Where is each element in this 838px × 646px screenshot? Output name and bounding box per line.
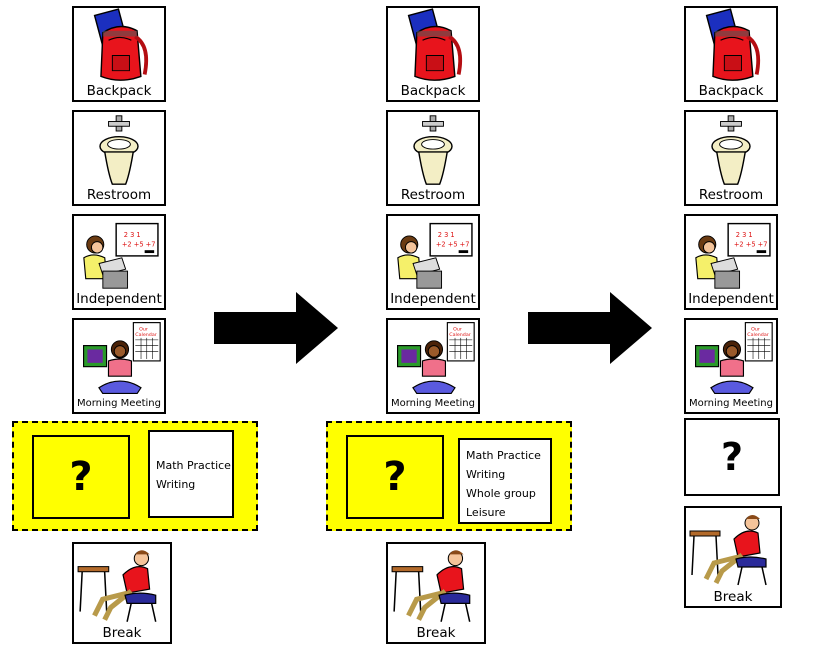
student-desk-icon — [686, 216, 776, 292]
card-backpack: Backpack — [72, 6, 166, 102]
card-morning-meeting: Morning Meeting — [684, 318, 778, 414]
card-label: Morning Meeting — [689, 398, 773, 409]
question-card[interactable]: ? — [32, 435, 130, 519]
choice-item[interactable]: Leisure — [466, 506, 506, 519]
backpack-icon — [388, 8, 478, 84]
card-morning-meeting: Morning Meeting — [72, 318, 166, 414]
choice-item[interactable]: Writing — [156, 478, 196, 491]
card-label: Backpack — [698, 83, 764, 99]
card-restroom: Restroom — [386, 110, 480, 206]
choice-item[interactable]: Writing — [466, 468, 506, 481]
toilet-icon — [388, 112, 478, 188]
card-backpack: Backpack — [386, 6, 480, 102]
arrow-right-icon — [528, 292, 652, 364]
card-label: Restroom — [400, 187, 466, 203]
student-desk-icon — [74, 216, 164, 292]
backpack-icon — [686, 8, 776, 84]
question-card[interactable]: ? — [346, 435, 444, 519]
card-label: Independent — [390, 291, 476, 307]
choice-item[interactable]: Whole group — [466, 487, 536, 500]
card-label: Restroom — [698, 187, 764, 203]
card-break: Break — [684, 506, 782, 608]
card-label: Break — [713, 589, 753, 605]
card-label: Morning Meeting — [391, 398, 475, 409]
relaxing-student-icon — [686, 508, 780, 590]
calendar-meeting-icon — [686, 320, 776, 398]
calendar-meeting-icon — [388, 320, 478, 398]
choice-item[interactable]: Math Practice — [466, 449, 541, 462]
relaxing-student-icon — [388, 544, 484, 626]
card-morning-meeting: Morning Meeting — [386, 318, 480, 414]
card-label: Restroom — [86, 187, 152, 203]
card-independent: Independent — [684, 214, 778, 310]
question-card[interactable]: ? — [684, 418, 780, 496]
card-break: Break — [72, 542, 172, 644]
card-break: Break — [386, 542, 486, 644]
card-label: Break — [416, 625, 456, 641]
card-label: Independent — [76, 291, 162, 307]
relaxing-student-icon — [74, 544, 170, 626]
card-label: Independent — [688, 291, 774, 307]
student-desk-icon — [388, 216, 478, 292]
backpack-icon — [74, 8, 164, 84]
card-label: Break — [102, 625, 142, 641]
card-restroom: Restroom — [72, 110, 166, 206]
calendar-meeting-icon — [74, 320, 164, 398]
question-mark: ? — [69, 454, 93, 500]
card-independent: Independent — [386, 214, 480, 310]
question-mark: ? — [383, 454, 407, 500]
toilet-icon — [74, 112, 164, 188]
card-backpack: Backpack — [684, 6, 778, 102]
choice-list: Math Practice Writing — [148, 430, 234, 518]
question-mark: ? — [720, 435, 744, 479]
toilet-icon — [686, 112, 776, 188]
arrow-right-icon — [214, 292, 338, 364]
choice-list: Math Practice Writing Whole group Leisur… — [458, 438, 552, 524]
choice-item[interactable]: Math Practice — [156, 459, 231, 472]
card-independent: Independent — [72, 214, 166, 310]
card-label: Backpack — [86, 83, 152, 99]
card-label: Morning Meeting — [77, 398, 161, 409]
card-restroom: Restroom — [684, 110, 778, 206]
card-label: Backpack — [400, 83, 466, 99]
